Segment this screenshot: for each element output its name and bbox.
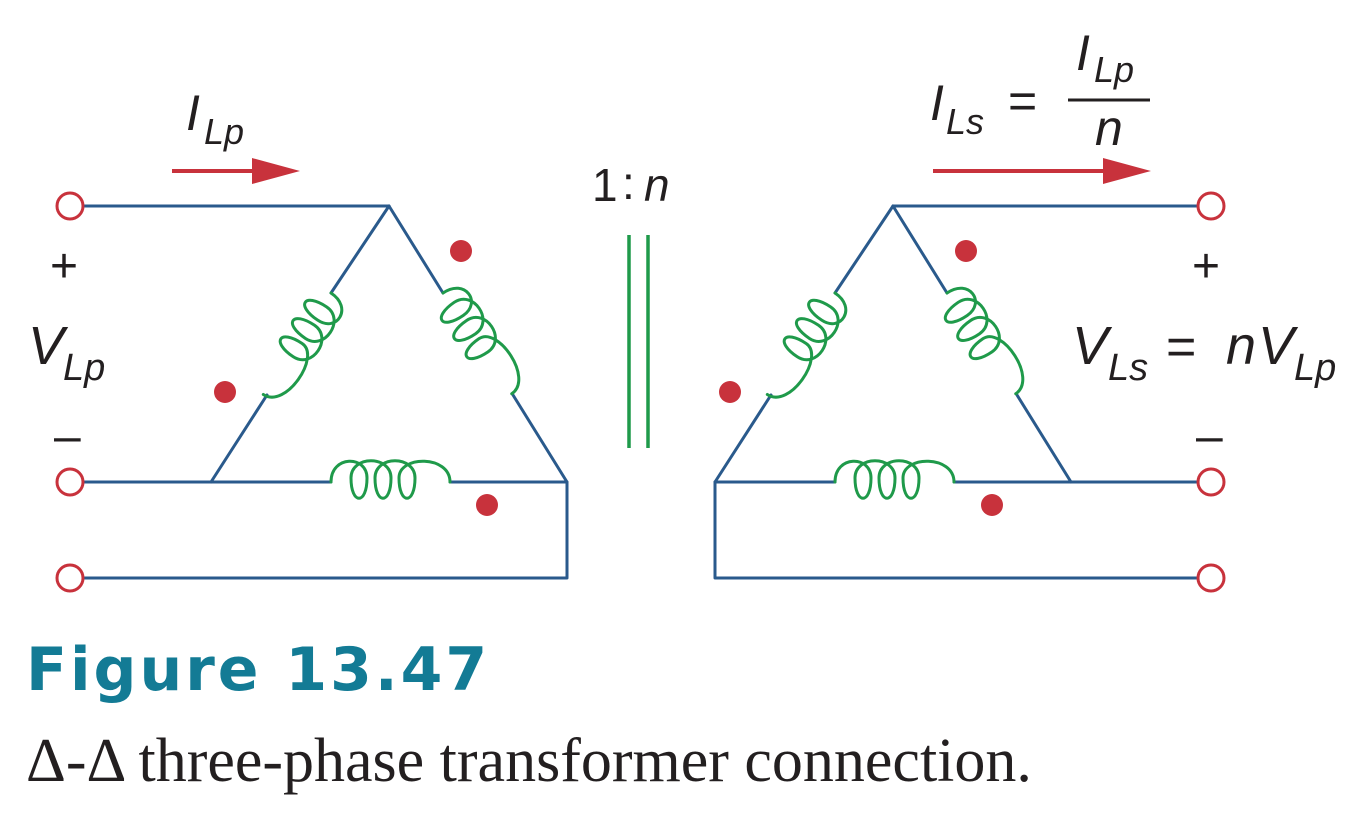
secondary-delta (713, 158, 1226, 593)
primary-voltage-label: + V Lp – (28, 240, 105, 463)
secondary-current-numerator-subscript: Lp (1094, 49, 1134, 90)
secondary-right-leg-lower (1015, 393, 1073, 484)
figure-caption: Δ-Δ three-phase transformer connection. (26, 727, 1032, 795)
secondary-voltage-primary-symbol: V (1258, 316, 1299, 376)
primary-dot-right-coil (450, 240, 472, 262)
secondary-current-numerator-symbol: I (1076, 25, 1090, 81)
primary-terminal-bottom (55, 563, 85, 593)
primary-plus-sign: + (50, 240, 78, 293)
secondary-voltage-primary-subscript: Lp (1294, 347, 1336, 389)
secondary-left-leg-lower (713, 393, 773, 484)
circuit-diagram: I Lp 1 : n + V Lp – I Ls = I Lp n + V Ls… (28, 25, 1336, 593)
primary-terminal-middle (55, 467, 85, 497)
secondary-dot-bottom-coil (981, 494, 1003, 516)
secondary-minus-sign: – (1196, 410, 1223, 463)
secondary-left-coil (765, 291, 848, 399)
primary-right-leg-upper (387, 204, 445, 295)
secondary-current-label: I Ls = I Lp n (930, 25, 1150, 156)
primary-current-symbol: I (186, 85, 200, 141)
secondary-terminal-middle (1196, 467, 1226, 497)
secondary-return-wire (713, 480, 1199, 580)
primary-voltage-symbol: V (28, 316, 69, 376)
secondary-bottom-coil (833, 459, 956, 500)
primary-bottom-wire-right (82, 480, 569, 580)
turns-ratio-label: 1 : n (592, 157, 670, 211)
primary-voltage-subscript: Lp (63, 347, 105, 389)
secondary-terminal-bottom (1196, 563, 1226, 593)
secondary-current-equals: = (1008, 73, 1037, 129)
secondary-current-denominator: n (1095, 100, 1123, 156)
primary-left-leg-lower (209, 393, 269, 484)
secondary-voltage-symbol: V (1072, 316, 1113, 376)
primary-left-coil (261, 291, 344, 399)
primary-minus-sign: – (54, 410, 81, 463)
primary-bottom-coil (329, 459, 452, 500)
figure-number: Figure 13.47 (26, 635, 491, 705)
secondary-current-symbol: I (930, 75, 944, 131)
primary-left-leg-upper (329, 204, 391, 295)
secondary-voltage-subscript: Ls (1108, 347, 1148, 389)
secondary-current-subscript: Ls (946, 101, 984, 142)
secondary-left-leg-upper (833, 204, 895, 295)
secondary-voltage-ratio-coefficient: n (1226, 316, 1256, 376)
primary-right-leg-lower (511, 393, 569, 484)
primary-current-arrowhead (252, 158, 300, 184)
primary-right-coil (439, 286, 521, 396)
primary-current-label: I Lp (186, 85, 244, 152)
primary-delta (55, 158, 569, 593)
secondary-voltage-label: + V Ls = n V Lp – (1072, 240, 1336, 463)
secondary-current-arrowhead (1103, 158, 1151, 184)
secondary-dot-left-coil (719, 381, 741, 403)
primary-dot-left-coil (214, 381, 236, 403)
turns-ratio-separator: : (622, 157, 635, 209)
transformer-core (627, 235, 650, 448)
turns-ratio-right: n (644, 159, 670, 211)
secondary-right-coil (943, 286, 1025, 396)
secondary-voltage-equals: = (1166, 318, 1196, 376)
primary-current-subscript: Lp (204, 111, 244, 152)
primary-terminal-top (55, 191, 85, 221)
secondary-terminal-top (1196, 191, 1226, 221)
secondary-right-leg-upper (891, 204, 949, 295)
secondary-dot-right-coil (955, 240, 977, 262)
secondary-plus-sign: + (1192, 240, 1220, 293)
turns-ratio-left: 1 (592, 159, 618, 211)
primary-dot-bottom-coil (476, 494, 498, 516)
